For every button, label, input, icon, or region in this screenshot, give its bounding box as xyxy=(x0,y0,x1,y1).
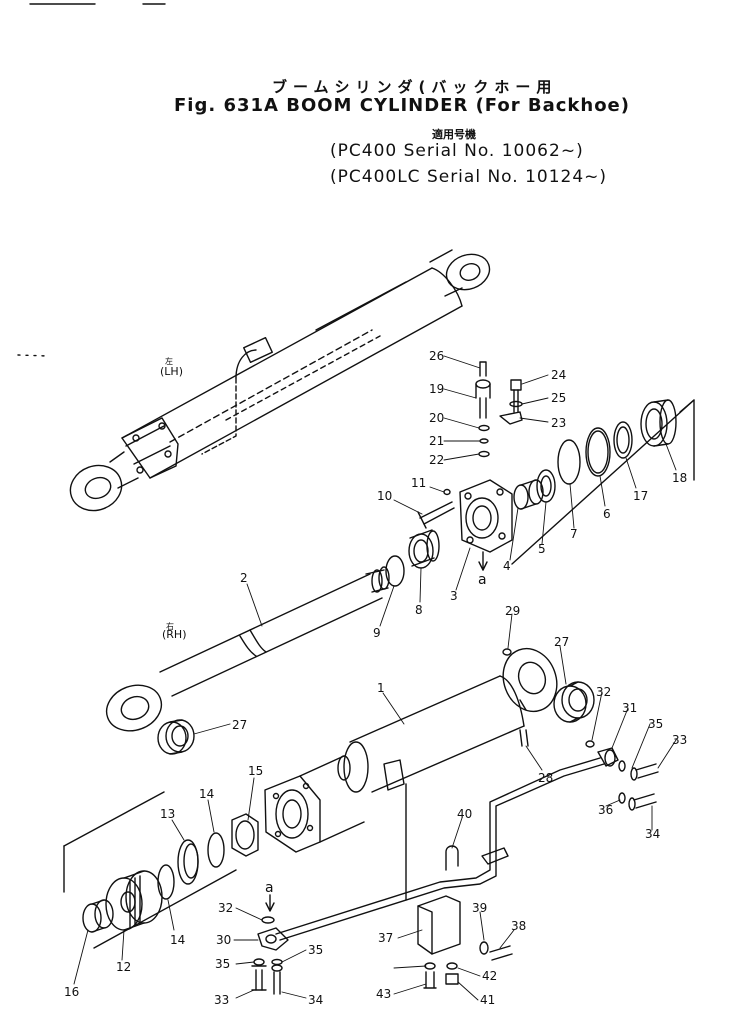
rh-label: (RH) xyxy=(162,628,187,641)
piston-assembly xyxy=(63,791,259,949)
title-japanese: ブームシリンダ(バックホー用 xyxy=(272,78,558,96)
callout-3: 3 xyxy=(450,589,458,603)
cylinder-tube xyxy=(264,647,595,853)
callout-35-right-lower: 36 xyxy=(598,803,613,817)
applicable-models-label: 適用号機 xyxy=(432,128,476,141)
callout-35-mid: 35 xyxy=(308,943,323,957)
callout-31: 31 xyxy=(622,701,637,715)
callout-9: 9 xyxy=(373,626,381,640)
callout-39: 40 xyxy=(457,807,472,821)
callout-34-right: 34 xyxy=(645,827,660,841)
callout-5: 5 xyxy=(538,542,546,556)
callout-13: 13 xyxy=(160,807,175,821)
piping-assembly xyxy=(251,740,659,995)
callout-30: 30 xyxy=(216,933,231,947)
serial-line-pc400: (PC400 Serial No. 10062~) xyxy=(330,141,584,161)
callout-41: 42 xyxy=(482,969,497,983)
callout-38: 39 xyxy=(472,901,487,915)
callout-35-right: 35 xyxy=(648,717,663,731)
lh-mark-jp: 左 xyxy=(165,357,173,366)
callout-35: 35 xyxy=(215,957,230,971)
callout-15: 15 xyxy=(248,764,263,778)
callout-29: 29 xyxy=(505,604,520,618)
view-a-markers xyxy=(265,551,488,912)
callout-32-right: 32 xyxy=(596,685,611,699)
callout-37: 38 xyxy=(511,919,526,933)
callout-27-right: 27 xyxy=(554,635,569,649)
view-marker-a-upper: a xyxy=(478,572,487,588)
callout-23: 23 xyxy=(551,416,566,430)
callout-26: 26 xyxy=(429,349,444,363)
piston-rod xyxy=(105,566,390,755)
lh-cylinder-assembly xyxy=(17,249,491,512)
callout-42: 43 xyxy=(376,987,391,1001)
callout-24: 24 xyxy=(551,368,566,382)
callout-21: 21 xyxy=(429,434,444,448)
callout-4: 4 xyxy=(503,559,511,573)
callout-36: 37 xyxy=(378,931,393,945)
callout-28: 28 xyxy=(538,771,553,785)
callout-34: 34 xyxy=(308,993,323,1007)
serial-line-pc400lc: (PC400LC Serial No. 10124~) xyxy=(330,167,608,187)
callout-25: 25 xyxy=(551,391,566,405)
callout-numbers: 1 2 3 4 5 6 7 8 9 10 11 12 13 14 14 15 1… xyxy=(64,349,687,1007)
callout-6: 6 xyxy=(603,507,611,521)
callout-20: 20 xyxy=(429,411,444,425)
callout-14: 14 xyxy=(199,787,214,801)
callout-33: 33 xyxy=(214,993,229,1007)
callout-16: 16 xyxy=(64,985,79,999)
lh-label: (LH) xyxy=(160,365,183,378)
callout-19: 19 xyxy=(429,382,444,396)
callout-11: 11 xyxy=(411,476,426,490)
callout-14-lower: 14 xyxy=(170,933,185,947)
callout-32: 32 xyxy=(218,901,233,915)
callout-27: 27 xyxy=(232,718,247,732)
leader-lines xyxy=(73,355,677,1001)
rh-mark-jp: 右 xyxy=(166,622,174,631)
callout-7: 7 xyxy=(570,527,578,541)
callout-1: 1 xyxy=(377,681,385,695)
callout-40: 41 xyxy=(480,993,495,1007)
view-marker-a-lower: a xyxy=(265,880,274,896)
figure-title: Fig. 631A BOOM CYLINDER (For Backhoe) xyxy=(174,95,630,116)
callout-18: 18 xyxy=(672,471,687,485)
callout-12: 12 xyxy=(116,960,131,974)
callout-22: 22 xyxy=(429,453,444,467)
callout-8: 8 xyxy=(415,603,423,617)
callout-10: 10 xyxy=(377,489,392,503)
callout-33-right: 33 xyxy=(672,733,687,747)
callout-2: 2 xyxy=(240,571,248,585)
callout-17: 17 xyxy=(633,489,648,503)
